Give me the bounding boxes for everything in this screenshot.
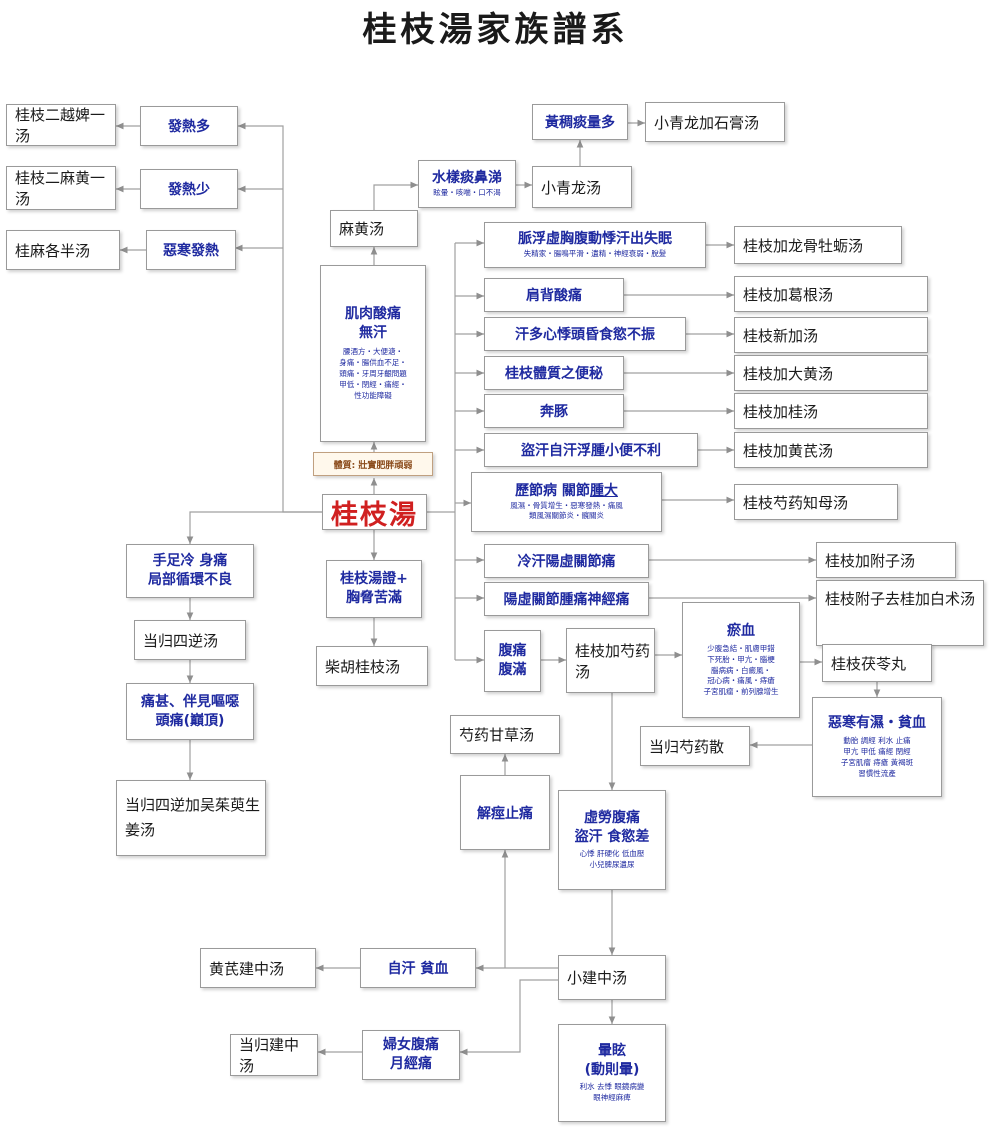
- formula-fuling-wan[interactable]: 桂枝茯苓丸: [822, 644, 932, 682]
- formula-mahuang[interactable]: 麻黄汤: [330, 210, 418, 247]
- formula-guizhi-er-yuebi-yi[interactable]: 桂枝二越婢一汤: [6, 104, 116, 146]
- formula-guima-geban[interactable]: 桂麻各半汤: [6, 230, 120, 270]
- symptom-blood-stasis[interactable]: 瘀血 少腹急結・肌膚甲錯 下死胎・甲亢・腦梗 腦病病・白癜風・ 冠心病・痛風・痔…: [682, 602, 800, 718]
- symptom-chest-fullness[interactable]: 桂枝湯證+ 胸脅苦滿: [326, 560, 422, 618]
- symptom-night-sweat[interactable]: 盜汗自汗浮腫小便不利: [484, 433, 698, 467]
- formula-jiagui[interactable]: 桂枝加桂汤: [734, 393, 928, 429]
- formula-longgu-muli[interactable]: 桂枝加龙骨牡蛎汤: [734, 226, 902, 264]
- symptom-fa-re-duo[interactable]: 發熱多: [140, 106, 238, 146]
- symptom-watery-phlegm[interactable]: 水樣痰鼻涕 眩暈・咳喘・口不渴: [418, 160, 516, 208]
- formula-fuzi-baizhu[interactable]: 桂枝附子去桂加白术汤: [816, 580, 984, 646]
- symptom-pulse-palpitation[interactable]: 脈浮虛胸腹動悸汗出失眠 失精家・腸鳴平滑・遺精・神經衰弱・脫髮: [484, 222, 706, 268]
- symptom-sweat-palpitation[interactable]: 汗多心悸頭昏食慾不振: [484, 317, 686, 351]
- formula-danggui-sini[interactable]: 当归四逆汤: [134, 620, 246, 660]
- symptom-yellow-phlegm[interactable]: 黃稠痰量多: [532, 104, 628, 140]
- symptom-joint-swelling[interactable]: 歷節病 關節腫大 風濕・骨質增生・惡寒發熱・痛風 類風濕關節炎・髖關炎: [471, 472, 662, 532]
- symptom-severe-headache[interactable]: 痛甚、伴見嘔噁 頭痛(巔頂): [126, 683, 254, 740]
- symptom-dizziness[interactable]: 暈眩 (動則暈) 利水 去悸 眼鏡病變 眼神經麻痺: [558, 1024, 666, 1122]
- formula-dahuang[interactable]: 桂枝加大黄汤: [734, 355, 928, 391]
- formula-guizhi-er-mahuang-yi[interactable]: 桂枝二麻黄一汤: [6, 166, 116, 210]
- symptom-xulao[interactable]: 虛勞腹痛 盜汗 食慾差 心悸 肝硬化 低血壓 小兒脾尿遺尿: [558, 790, 666, 890]
- symptom-fa-re-shao[interactable]: 發熱少: [140, 169, 238, 209]
- formula-danggui-jianzhong[interactable]: 当归建中汤: [230, 1034, 318, 1076]
- formula-zhimu[interactable]: 桂枝芍药知母汤: [734, 484, 898, 520]
- formula-huangqi-jianzhong[interactable]: 黄芪建中汤: [200, 948, 316, 988]
- symptom-menstrual-pain[interactable]: 婦女腹痛 月經痛: [362, 1030, 460, 1080]
- formula-fuzi[interactable]: 桂枝加附子汤: [816, 542, 956, 578]
- symptom-bentun[interactable]: 奔豚: [484, 394, 624, 428]
- symptom-antispasm[interactable]: 解痙止痛: [460, 775, 550, 850]
- formula-xiaojianzhong[interactable]: 小建中汤: [558, 955, 666, 1000]
- symptom-cold-sweat[interactable]: 冷汗陽虛關節痛: [484, 544, 649, 578]
- symptom-constipation[interactable]: 桂枝體質之便秘: [484, 356, 624, 390]
- symptom-abdominal-pain[interactable]: 腹痛 腹滿: [484, 630, 541, 692]
- formula-danggui-shaoyao-san[interactable]: 当归芍药散: [640, 726, 750, 766]
- symptom-cold-limbs[interactable]: 手足冷 身痛 局部循環不良: [126, 544, 254, 598]
- formula-xiaoqinglong-shigao[interactable]: 小青龙加石膏汤: [645, 102, 785, 142]
- symptom-dampness-anemia[interactable]: 惡寒有濕・貧血 動胎 調經 利水 止痛 甲亢 甲低 痛經 閉經 子宮肌瘤 痔瘡 …: [812, 697, 942, 797]
- symptom-spontaneous-sweat[interactable]: 自汗 貧血: [360, 948, 476, 988]
- formula-xiaoqinglong[interactable]: 小青龙汤: [532, 166, 632, 208]
- formula-gegen[interactable]: 桂枝加葛根汤: [734, 276, 928, 312]
- formula-chaihu-guizhi[interactable]: 柴胡桂枝汤: [316, 646, 428, 686]
- root-guizhi-tang[interactable]: 桂枝湯: [322, 494, 427, 531]
- symptom-wu-han-fa-re[interactable]: 惡寒發熱: [146, 230, 236, 270]
- symptom-muscle-ache[interactable]: 肌肉酸痛 無汗 腰酒方・大便溏・ 身痛・腸供血不足・ 頭痛・牙周牙齦問題 甲低・…: [320, 265, 426, 442]
- chart-title: 桂枝湯家族譜系: [362, 10, 629, 50]
- symptom-shoulder-ache[interactable]: 肩背酸痛: [484, 278, 624, 312]
- formula-huangqi[interactable]: 桂枝加黄芪汤: [734, 432, 928, 468]
- formula-shaoyao[interactable]: 桂枝加芍药汤: [566, 628, 655, 693]
- symptom-yang-deficiency[interactable]: 陽虛關節腫痛神經痛: [484, 582, 649, 616]
- formula-xinjia[interactable]: 桂枝新加汤: [734, 317, 928, 353]
- formula-danggui-sini-wuzhuyu[interactable]: 当归四逆加吴茱萸生 姜汤: [116, 780, 266, 856]
- formula-shaoyao-gancao[interactable]: 芍药甘草汤: [450, 715, 560, 754]
- constitution-note: 體質: 壯實肥胖頑弱: [313, 452, 433, 476]
